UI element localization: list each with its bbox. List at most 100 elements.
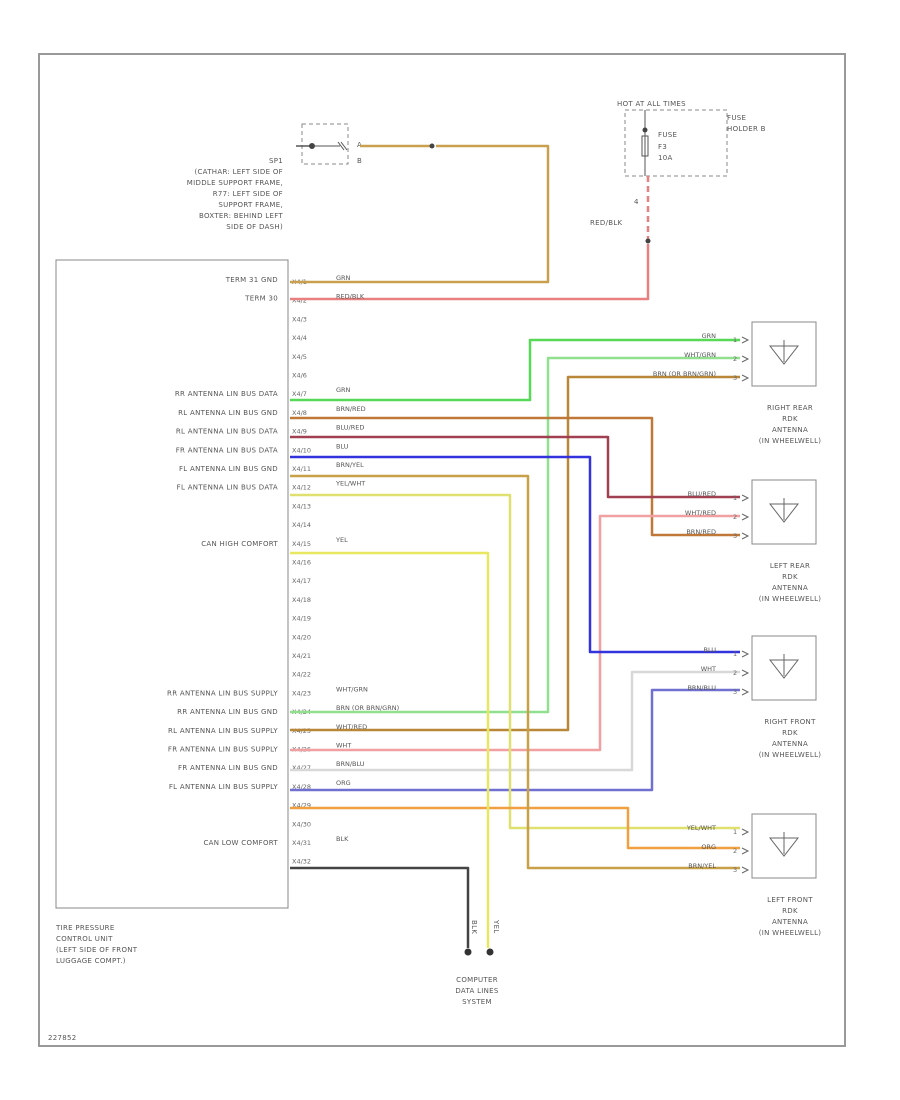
ecu-wire-label: BRN (OR BRN/GRN) [336,704,399,712]
diagram-frame [38,53,846,1047]
antenna-wire-label: WHT/GRN [684,351,716,359]
wires [290,143,740,948]
wire-x4-10 [290,455,740,654]
ecu-pin-id: X4/30 [292,820,311,828]
antenna-wire-label: ORG [701,843,716,851]
antenna-pin-id: 3 [733,688,737,696]
ecu-name-4: LUGGAGE COMPT.) [56,957,126,965]
antenna-wire-label: BRN/RED [686,528,716,536]
fuse-pin: 4 [634,198,639,206]
antenna-wire-label: BLU [703,646,716,654]
data-lines-connector: BLK YEL COMPUTER DATA LINES SYSTEM [455,919,500,1006]
antenna-pin-arrow-icon [741,866,750,874]
splice-pin-b: B [357,157,362,165]
splice-box [301,123,349,165]
ecu-pin-label: TERM 31 GND [225,276,278,284]
ecu-pin-id: X4/7 [292,390,307,398]
wire-x4-27 [290,688,740,792]
ecu-wire-label: YEL/WHT [335,480,365,488]
ecu-pin-id: X4/32 [292,858,311,866]
splice-desc-4: SUPPORT FRAME, [218,201,283,209]
antenna-name-line: RIGHT REAR [767,404,813,412]
ecu-pin-id: X4/6 [292,372,307,380]
antenna-wire-label: BRN/YEL [688,862,716,870]
antenna-pin-arrow-icon [741,669,750,677]
splice-pin-a: A [357,141,362,149]
wire-x4-23 [290,356,740,714]
ecu-pin-id: X4/9 [292,428,307,436]
ecu-pin-id: X4/22 [292,671,311,679]
ecu-pin-id: X4/18 [292,596,311,604]
ecu-name: TIRE PRESSURE CONTROL UNIT (LEFT SIDE OF… [55,924,138,965]
antenna-name-line: ANTENNA [772,740,808,748]
ecu-wire-label: RED/BLK [336,293,365,301]
ecu-pin-id: X4/28 [292,783,311,791]
fuse-holder: HOT AT ALL TIMES FUSE HOLDER B FUSE F3 1… [590,100,766,244]
ecu-wire-label: BRN/YEL [336,461,364,469]
ecu-name-3: (LEFT SIDE OF FRONT [56,946,138,954]
antenna-pin-id: 3 [733,532,737,540]
antenna-name-line: RDK [782,573,798,581]
wire-x4-25 [290,514,740,752]
antenna-wire-label: BRN (OR BRN/GRN) [653,370,716,378]
ecu-pin-label: RL ANTENNA LIN BUS GND [178,409,278,417]
antenna-pin-arrow-icon [741,355,750,363]
ecu-pin-label: CAN LOW COMFORT [203,839,278,847]
diagram-id: 227852 [48,1034,77,1042]
antenna-pin-id: 3 [733,866,737,874]
antenna-pin-id: 1 [733,650,737,658]
ecu-wire-label: GRN [336,386,351,394]
ecu-name-2: CONTROL UNIT [56,935,113,943]
wire-x4-28 [290,806,740,850]
fuse-holder-label-2: HOLDER B [727,125,766,133]
ecu-pin-label: RR ANTENNA LIN BUS SUPPLY [167,689,278,697]
ecu-pin-id: X4/10 [292,446,311,454]
antenna-box [751,813,817,879]
ecu-wire-label: BLK [336,835,349,843]
antenna-wire-label: YEL/WHT [686,824,716,832]
wire-x4-15 [290,551,490,948]
ecu-pin-label: RR ANTENNA LIN BUS DATA [175,390,278,398]
antenna-name-line: RDK [782,729,798,737]
ecu-pin-id: X4/23 [292,689,311,697]
ecu-pin-id: X4/31 [292,839,311,847]
antenna-name-line: (IN WHEELWELL) [759,929,822,937]
ecu-pin-id: X4/15 [292,540,311,548]
ecu-pin-id: X4/8 [292,409,307,417]
antenna-pin-arrow-icon [741,336,750,344]
ecu-wire-label: WHT [336,742,351,750]
antenna-pin-arrow-icon [741,532,750,540]
ecu-wire-label: WHT/GRN [336,685,368,693]
antenna-pin-arrow-icon [741,374,750,382]
antenna-wire-label: BRN/BLU [687,684,716,692]
antenna-pin-arrow-icon [741,513,750,521]
antenna-pin-arrow-icon [741,688,750,696]
ecu-pin-id: X4/16 [292,559,311,567]
antenna-name-line: LEFT FRONT [767,896,813,904]
tpms-control-unit-box [55,259,289,909]
antenna-name-line: ANTENNA [772,426,808,434]
ecu-pin-id: X4/21 [292,652,311,660]
ecu-wire-label: GRN [336,274,351,282]
splice-desc-6: SIDE OF DASH) [226,223,283,231]
ecu-pin-id: X4/11 [292,465,311,473]
antenna-pin-id: 3 [733,374,737,382]
ecu-wire-label: WHT/RED [336,723,367,731]
antenna-name-line: (IN WHEELWELL) [759,595,822,603]
antenna-name-line: RDK [782,415,798,423]
data-lines-label-1: COMPUTER [456,976,498,984]
wire-term31 [290,144,550,284]
fuse-box [624,109,728,177]
wire-x4-12 [290,493,740,830]
antenna-name-line: RIGHT FRONT [764,718,816,726]
ecu-pin-id: X4/3 [292,315,307,323]
data-lines-label-3: SYSTEM [462,998,492,1006]
fuse-line-2: F3 [658,143,667,151]
antenna-pin-id: 2 [733,847,737,855]
antenna-box [751,635,817,701]
antenna-pin-id: 1 [733,494,737,502]
antenna-name-line: RDK [782,907,798,915]
